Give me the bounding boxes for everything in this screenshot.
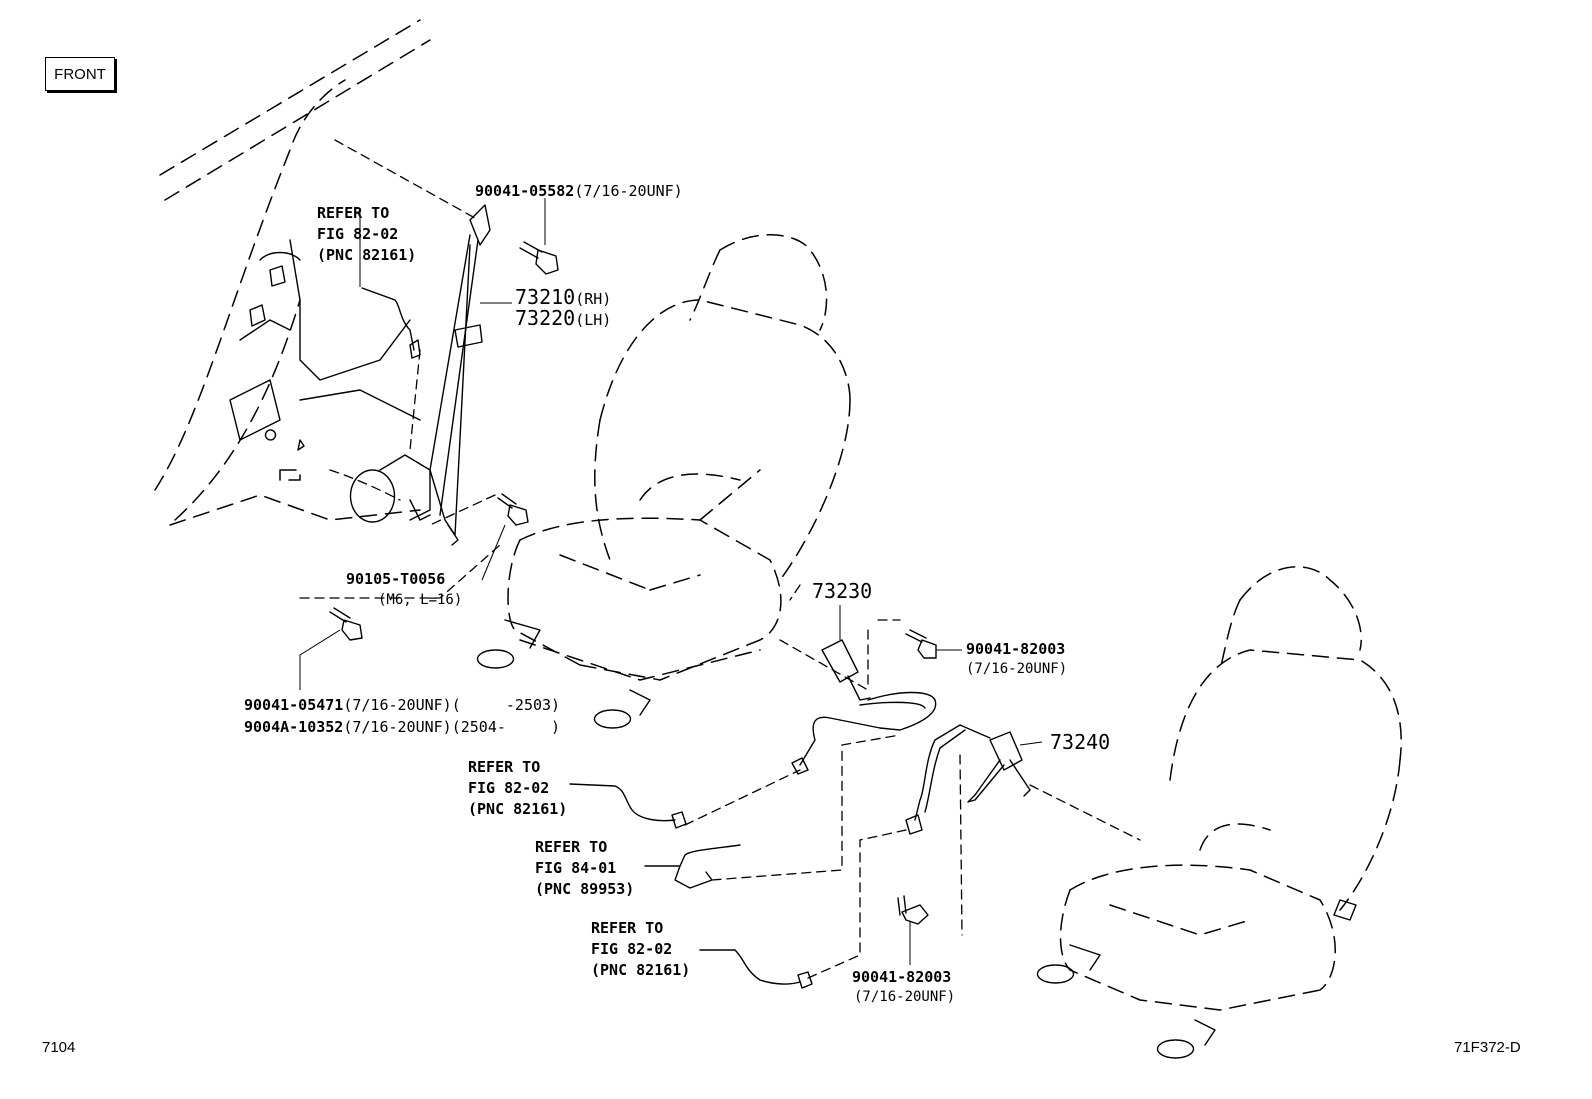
callout-belt-rh: 73210(RH) (515, 287, 611, 307)
callout-belt-lh: 73220(LH) (515, 308, 611, 328)
callout-bolt-upper: 90041-05582(7/16-20UNF) (475, 184, 683, 199)
reference-line: REFER TO (468, 758, 541, 776)
reference-note: REFER TO FIG 82-02 (PNC 82161) (317, 203, 416, 266)
callout-buckle-outer: 73240 (1050, 730, 1111, 754)
reference-line: FIG 84-01 (535, 859, 617, 877)
lower-anchor-bolt (497, 493, 529, 526)
inner-buckle-73230 (791, 639, 937, 775)
figure-code: 71F372-D (1454, 1039, 1521, 1056)
reference-note: REFER TO FIG 84-01 (PNC 89953) (535, 837, 634, 900)
part-spec: (RH) (575, 290, 612, 308)
reference-line: (PNC 82161) (317, 246, 417, 264)
body-pillar-outline (154, 19, 431, 526)
front-indicator: FRONT (45, 57, 115, 91)
floor-bolt (329, 607, 363, 641)
reference-line: (PNC 82161) (468, 800, 568, 818)
buckle-upper-bolt (905, 629, 937, 659)
part-number: 73220 (515, 306, 576, 330)
page-code: 7104 (42, 1039, 76, 1056)
reference-line: FIG 82-02 (317, 225, 399, 243)
callout-bolt-floor-a: 90041-05471(7/16-20UNF)( -2503) (244, 698, 560, 713)
reference-line: REFER TO (535, 838, 608, 856)
part-number: 90041-05471 (244, 696, 344, 714)
reference-line: REFER TO (317, 204, 390, 222)
reference-line: (PNC 89953) (535, 880, 635, 898)
outer-seat-belt (349, 204, 491, 546)
callout-bolt-floor-b: 9004A-10352(7/16-20UNF)(2504- ) (244, 720, 560, 735)
callout-buckle-inner: 73230 (812, 579, 873, 603)
upper-anchor-bolt (519, 241, 559, 275)
part-number: 73210 (515, 285, 576, 309)
callout-bolt-buckle-lower-part: 90041-82003 (852, 968, 952, 986)
callout-bolt-buckle-upper-spec: (7/16-20UNF) (966, 661, 1068, 677)
reference-line: FIG 82-02 (468, 779, 550, 797)
part-spec: (7/16-20UNF) (574, 182, 683, 200)
outer-buckle-73240 (905, 724, 1031, 835)
callout-bolt-lower-part: 90105-T0056 (346, 570, 446, 588)
callout-bolt-buckle-upper-part: 90041-82003 (966, 640, 1066, 658)
reference-line: FIG 82-02 (591, 940, 673, 958)
part-spec: (7/16-20UNF)( -2503) (343, 696, 561, 714)
part-spec: (LH) (575, 311, 612, 329)
reference-note: REFER TO FIG 82-02 (PNC 82161) (468, 757, 567, 820)
buckle-lower-bolt (897, 895, 929, 925)
part-number: 9004A-10352 (244, 718, 344, 736)
callout-bolt-lower-spec: (M6, L=16) (378, 592, 463, 608)
front-seat-center (476, 234, 851, 729)
part-spec: (7/16-20UNF)(2504- ) (343, 718, 561, 736)
front-seat-right (1036, 566, 1402, 1059)
reference-line: (PNC 82161) (591, 961, 691, 979)
callout-bolt-buckle-lower-spec: (7/16-20UNF) (854, 989, 956, 1005)
reference-line: REFER TO (591, 919, 664, 937)
reference-note: REFER TO FIG 82-02 (PNC 82161) (591, 918, 690, 981)
part-number: 90041-05582 (475, 182, 575, 200)
